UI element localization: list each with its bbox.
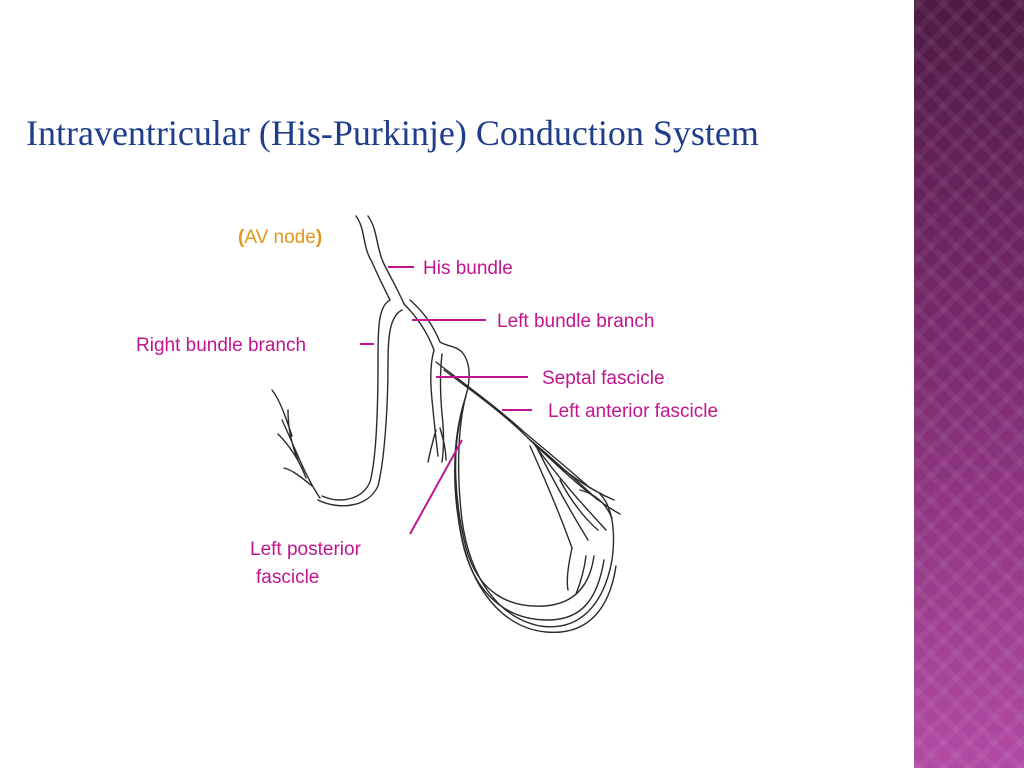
left-posterior-loop-1 — [457, 387, 615, 628]
right-bundle-inner — [317, 309, 403, 507]
left-posterior-leader — [409, 439, 463, 535]
av-node-open-paren: ( — [238, 227, 245, 248]
conduction-pathway-drawing — [271, 215, 621, 633]
decorative-sidebar — [914, 0, 1024, 768]
sidebar-pattern — [914, 0, 1024, 768]
septal-fascicle-fibers — [427, 427, 447, 463]
his-bundle-left-wall — [355, 215, 391, 301]
his-bundle-right-wall — [367, 215, 405, 305]
slide-title: Intraventricular (His-Purkinje) Conducti… — [26, 113, 759, 153]
left-anterior-fascicle-a — [435, 361, 591, 489]
left-posterior-loop-4 — [454, 411, 595, 607]
septal-fascicle-wall-a — [429, 349, 439, 457]
av-node-close-paren: ) — [316, 227, 322, 248]
posterior-terminal-fibers — [566, 547, 587, 595]
left-posterior-fascicle-label-line1: Left posterior — [250, 539, 362, 560]
septal-fascicle-wall-b — [439, 353, 445, 463]
label-leader-lines — [360, 266, 532, 535]
left-bundle-upper — [403, 303, 435, 351]
right-bundle-fibers — [271, 389, 321, 499]
left-bundle-branch-label: Left bundle branch — [497, 311, 654, 332]
left-anterior-fascicle-label: Left anterior fascicle — [548, 401, 718, 422]
septal-fascicle-label: Septal fascicle — [542, 368, 665, 389]
right-bundle-branch-label: Right bundle branch — [136, 335, 306, 356]
right-bundle-outer — [321, 299, 391, 501]
av-node-label: (AV node) — [238, 227, 322, 248]
left-posterior-fascicle-label-line2: fascicle — [256, 567, 319, 588]
left-bundle-loop — [439, 341, 470, 389]
av-node-text: AV node — [244, 227, 315, 248]
left-anterior-terminal-fibers — [527, 437, 621, 549]
his-bundle-label: His bundle — [423, 258, 513, 279]
left-posterior-loop-3 — [454, 403, 605, 621]
